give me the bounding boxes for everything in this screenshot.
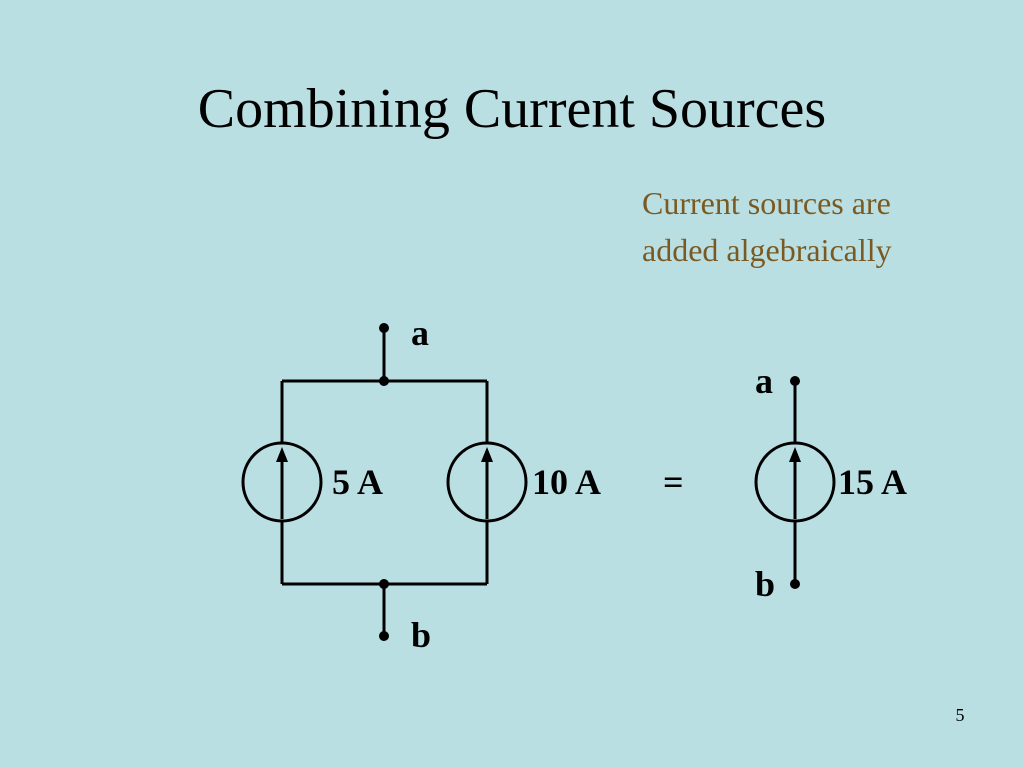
equivalent-source-label: 15 A bbox=[838, 462, 907, 502]
note-line-1: Current sources are bbox=[642, 185, 891, 221]
arrowhead-icon bbox=[789, 447, 801, 462]
note-text: Current sources are added algebraically bbox=[642, 180, 982, 274]
parallel-circuit-wires bbox=[280, 328, 489, 636]
left-terminal-b-label: b bbox=[411, 615, 431, 655]
top-node-dot bbox=[379, 376, 389, 386]
note-line-2: added algebraically bbox=[642, 232, 892, 268]
source-circle bbox=[446, 441, 528, 523]
bottom-node-dot bbox=[379, 579, 389, 589]
page-number: 5 bbox=[955, 705, 965, 725]
arrowhead-icon bbox=[276, 447, 288, 462]
current-source-5a bbox=[241, 441, 323, 523]
source-circle bbox=[754, 441, 836, 523]
source-1-label: 5 A bbox=[332, 462, 383, 502]
arrowhead-icon bbox=[481, 447, 493, 462]
slide-title: Combining Current Sources bbox=[197, 78, 827, 140]
source-circle bbox=[241, 441, 323, 523]
terminal-a-dot bbox=[379, 323, 389, 333]
current-source-10a bbox=[446, 441, 528, 523]
source-2-label: 10 A bbox=[532, 462, 601, 502]
left-terminal-a-label: a bbox=[411, 313, 429, 353]
terminal-b-dot bbox=[379, 631, 389, 641]
current-source-15a bbox=[754, 441, 836, 523]
equivalent-terminal-b-dot bbox=[790, 579, 800, 589]
right-terminal-b-label: b bbox=[755, 564, 775, 604]
equivalent-terminal-a-dot bbox=[790, 376, 800, 386]
equals-sign: = bbox=[663, 462, 684, 502]
right-terminal-a-label: a bbox=[755, 361, 773, 401]
